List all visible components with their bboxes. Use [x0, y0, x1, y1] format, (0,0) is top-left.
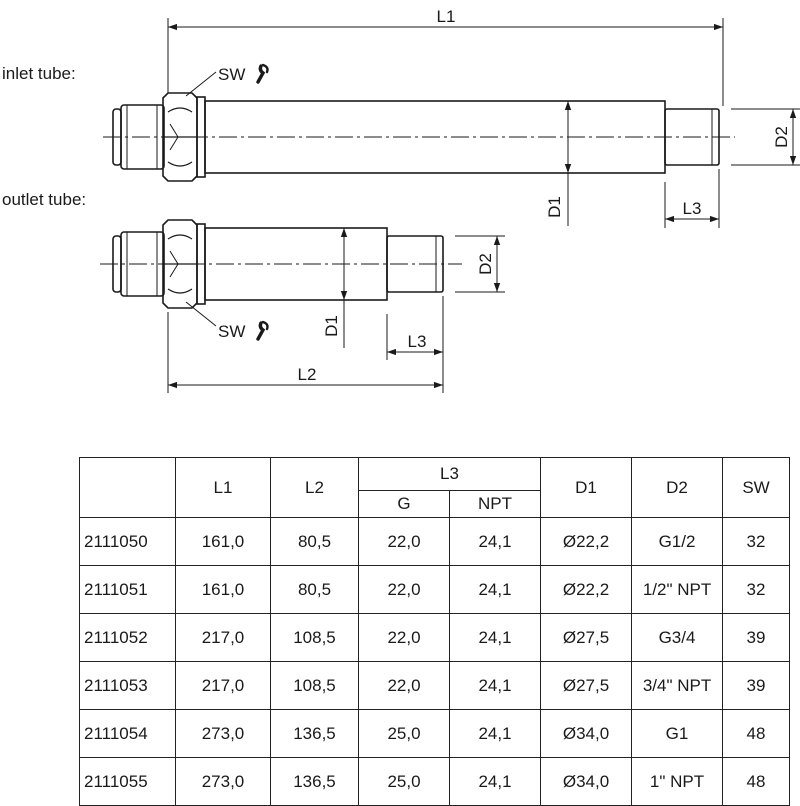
part-number: 2111055 [79, 757, 176, 806]
cell-l1: 273,0 [175, 757, 271, 806]
part-number: 2111054 [79, 709, 176, 758]
cell-d2: G1 [631, 709, 724, 758]
cell-l3-g: 22,0 [358, 661, 450, 710]
cell-l3-g: 25,0 [358, 757, 450, 806]
cell-l3-npt: 24,1 [448, 613, 542, 662]
cell-d1: Ø22,2 [540, 517, 633, 566]
l2-label: L2 [298, 365, 317, 384]
header-l2: L2 [270, 457, 359, 518]
cell-d2: 1" NPT [631, 757, 724, 806]
sw-label-outlet: SW [218, 322, 245, 341]
table-row: 2111053 217,0 108,5 22,0 24,1 Ø27,5 3/4"… [79, 661, 791, 710]
cell-sw: 48 [722, 709, 791, 758]
cell-l3-npt: 24,1 [448, 661, 542, 710]
cell-l3-npt: 24,1 [448, 757, 542, 806]
cell-sw: 39 [722, 613, 791, 662]
l1-label: L1 [437, 7, 456, 26]
header-d1: D1 [540, 457, 633, 518]
d1-label-inlet: D1 [545, 196, 564, 218]
table-row: 2111050 161,0 80,5 22,0 24,1 Ø22,2 G1/2 … [79, 517, 791, 566]
cell-d1: Ø22,2 [540, 565, 633, 614]
cell-l3-g: 22,0 [358, 565, 450, 614]
d2-label-inlet: D2 [772, 126, 791, 148]
cell-l1: 161,0 [175, 565, 271, 614]
cell-l3-npt: 24,1 [448, 517, 542, 566]
cell-sw: 39 [722, 661, 791, 710]
cell-l3-g: 22,0 [358, 613, 450, 662]
header-l3: L3 [357, 457, 542, 491]
cell-d2: G3/4 [631, 613, 724, 662]
cell-sw: 32 [722, 565, 791, 614]
table-row: 2111051 161,0 80,5 22,0 24,1 Ø22,2 1/2" … [79, 565, 791, 614]
dimensions-table: L1 L2 L3 D1 D2 SW G NPT 2111050 161,0 80… [79, 457, 791, 806]
inlet-tube-label: inlet tube: [2, 64, 76, 83]
wrench-icon [256, 320, 269, 341]
part-number: 2111051 [79, 565, 176, 614]
cell-l3-npt: 24,1 [448, 565, 542, 614]
table-row: 2111055 273,0 136,5 25,0 24,1 Ø34,0 1" N… [79, 757, 791, 806]
cell-l3-npt: 24,1 [448, 709, 542, 758]
part-number: 2111053 [79, 661, 176, 710]
cell-sw: 32 [722, 517, 791, 566]
l3-label-outlet: L3 [408, 332, 427, 351]
cell-l1: 161,0 [175, 517, 271, 566]
header-l3-npt: NPT [448, 490, 542, 518]
cell-l2: 136,5 [270, 709, 359, 758]
header-d2: D2 [631, 457, 724, 518]
cell-l2: 108,5 [270, 613, 359, 662]
header-l1: L1 [175, 457, 271, 518]
sw-label-inlet: SW [218, 65, 245, 84]
d1-label-outlet: D1 [322, 315, 341, 337]
header-sw: SW [722, 457, 791, 518]
d2-label-outlet: D2 [476, 253, 495, 275]
cell-l2: 80,5 [270, 517, 359, 566]
technical-drawing: inlet tube: outlet tube: L1 SW D1 [2, 7, 800, 393]
cell-d2: 3/4" NPT [631, 661, 724, 710]
part-number: 2111052 [79, 613, 176, 662]
cell-l2: 108,5 [270, 661, 359, 710]
cell-l3-g: 25,0 [358, 709, 450, 758]
cell-l1: 217,0 [175, 661, 271, 710]
cell-l2: 80,5 [270, 565, 359, 614]
cell-l2: 136,5 [270, 757, 359, 806]
wrench-icon [256, 63, 269, 84]
cell-sw: 48 [722, 757, 791, 806]
cell-l1: 217,0 [175, 613, 271, 662]
l3-label-inlet: L3 [683, 199, 702, 218]
cell-d1: Ø27,5 [540, 661, 633, 710]
table-row: 2111052 217,0 108,5 22,0 24,1 Ø27,5 G3/4… [79, 613, 791, 662]
cell-d1: Ø27,5 [540, 613, 633, 662]
cell-l1: 273,0 [175, 709, 271, 758]
cell-d1: Ø34,0 [540, 709, 633, 758]
cell-d1: Ø34,0 [540, 757, 633, 806]
outlet-tube-label: outlet tube: [2, 190, 86, 209]
part-number: 2111050 [79, 517, 176, 566]
header-l3-g: G [358, 490, 450, 518]
cell-d2: 1/2" NPT [631, 565, 724, 614]
cell-d2: G1/2 [631, 517, 724, 566]
table-row: 2111054 273,0 136,5 25,0 24,1 Ø34,0 G1 4… [79, 709, 791, 758]
header-blank [79, 457, 176, 518]
cell-l3-g: 22,0 [358, 517, 450, 566]
